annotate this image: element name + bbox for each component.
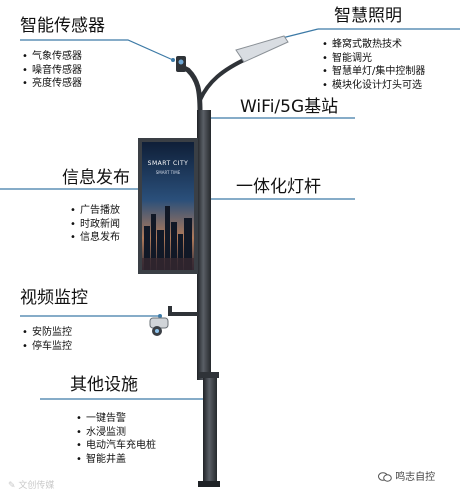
screen-title: SMART CITY [147, 160, 189, 167]
watermark: ✎ 文创传媒 [8, 481, 55, 491]
video-title: 视频监控 [20, 288, 88, 308]
camera-icon [149, 317, 169, 336]
list-item: 亮度传感器 [22, 77, 82, 91]
list-item: 噪音传感器 [22, 64, 82, 78]
info-title: 信息发布 [62, 168, 130, 188]
list-item: 气象传感器 [22, 50, 82, 64]
camera-bracket [168, 312, 198, 316]
list-item: 信息发布 [70, 231, 120, 245]
pole-upper [197, 110, 211, 380]
other-list: 一键告警 水浸监测 电动汽车充电桩 智能井盖 [76, 412, 156, 466]
sensor-pod-icon [176, 56, 186, 72]
pole-title: 一体化灯杆 [236, 177, 321, 197]
pole-base [203, 375, 217, 483]
video-list: 安防监控 停车监控 [22, 326, 72, 353]
watermark-logo-icon: ✎ [8, 481, 16, 491]
lamp-arm [178, 63, 203, 113]
list-item: 智能调光 [322, 52, 425, 66]
list-item: 智慧单灯/集中控制器 [322, 65, 425, 79]
other-title: 其他设施 [70, 375, 138, 395]
lighting-list: 蜂窝式散热技术 智能调光 智慧单灯/集中控制器 模块化设计灯头可选 [322, 38, 425, 92]
lighting-title: 智慧照明 [334, 6, 402, 26]
wechat-credit-icon [378, 472, 392, 482]
credit: 鸣志自控 [378, 468, 435, 483]
leader-lighting [281, 28, 319, 39]
list-item: 水浸监测 [76, 426, 156, 440]
list-item: 广告播放 [70, 204, 120, 218]
leader-sensors [20, 39, 174, 61]
list-item: 蜂窝式散热技术 [322, 38, 425, 52]
leader-lines [0, 28, 460, 400]
lamp-head [235, 35, 289, 63]
credit-text: 鸣志自控 [395, 472, 436, 483]
info-list: 广告播放 时政新闻 信息发布 [70, 204, 120, 245]
sensors-title: 智能传感器 [20, 16, 105, 36]
list-item: 电动汽车充电桩 [76, 439, 156, 453]
screen-subtitle: SMART TIME [155, 170, 181, 175]
list-item: 安防监控 [22, 326, 72, 340]
list-item: 智能井盖 [76, 453, 156, 467]
list-item: 停车监控 [22, 340, 72, 354]
list-item: 一键告警 [76, 412, 156, 426]
list-item: 时政新闻 [70, 218, 120, 232]
wifi-title: WiFi/5G基站 [240, 97, 339, 117]
sensors-list: 气象传感器 噪音传感器 亮度传感器 [22, 50, 82, 91]
list-item: 模块化设计灯头可选 [322, 79, 425, 93]
screen-skyline [144, 206, 192, 270]
